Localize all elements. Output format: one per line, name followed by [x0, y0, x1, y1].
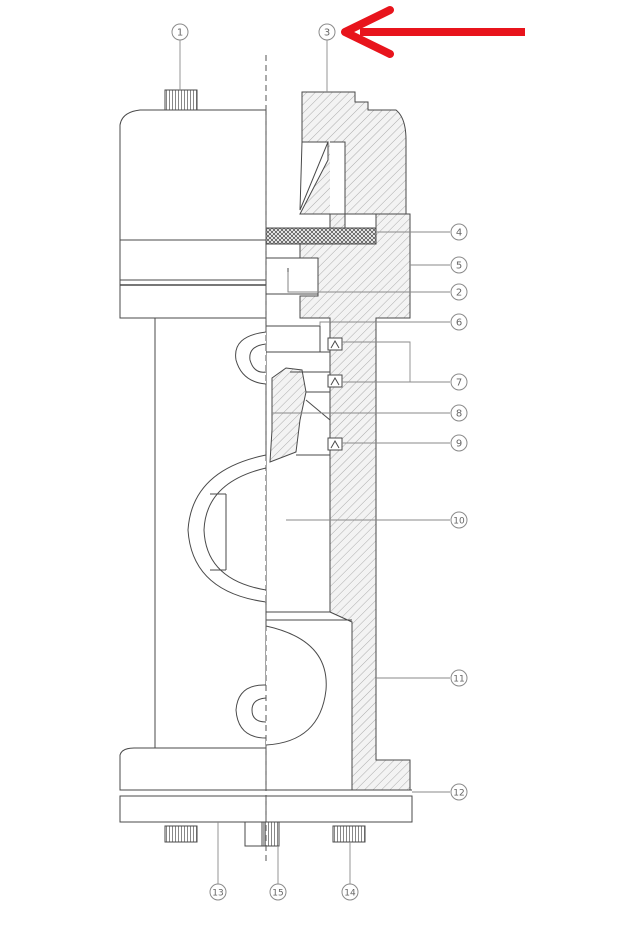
callout-7: 7 — [450, 373, 468, 391]
gasket — [265, 227, 377, 245]
callout-label: 14 — [344, 889, 356, 899]
middle-port — [187, 454, 267, 603]
bottom-screw-right — [332, 825, 366, 843]
callout-10: 10 — [450, 511, 468, 529]
callout-12: 12 — [450, 783, 468, 801]
seal-upper — [327, 337, 343, 351]
callout-label: 8 — [456, 409, 462, 420]
callout-label: 6 — [456, 318, 462, 329]
callout-label: 11 — [453, 675, 464, 685]
callout-14: 14 — [341, 883, 359, 901]
callout-1: 1 — [171, 23, 189, 41]
callout-8: 8 — [450, 404, 468, 422]
callout-13: 13 — [209, 883, 227, 901]
callout-label: 15 — [272, 889, 283, 899]
callout-9: 9 — [450, 434, 468, 452]
callout-label: 5 — [456, 261, 462, 272]
section-body — [263, 91, 413, 847]
callout-2: 2 — [450, 283, 468, 301]
base-plate-right — [265, 795, 413, 823]
upper-port — [235, 331, 267, 385]
callout-label: 1 — [177, 28, 183, 39]
seal-middle — [327, 374, 343, 388]
callout-label: 13 — [212, 889, 223, 899]
callout-label: 12 — [453, 789, 464, 799]
cap-section — [299, 91, 407, 229]
callout-3: 3 — [318, 23, 336, 41]
base — [119, 747, 267, 791]
callout-11: 11 — [450, 669, 468, 687]
exterior-body — [119, 89, 280, 847]
base-plate — [119, 795, 267, 823]
top-screw — [164, 89, 198, 113]
top-cap — [119, 109, 267, 319]
callout-label: 10 — [453, 517, 465, 527]
callout-label: 9 — [456, 439, 462, 450]
callout-6: 6 — [450, 313, 468, 331]
lower-port — [235, 684, 267, 739]
callout-label: 3 — [324, 28, 330, 39]
callouts: 1 3 4 5 2 6 7 8 — [171, 23, 468, 901]
callout-label: 4 — [456, 228, 462, 239]
arrow-left-icon — [341, 6, 525, 58]
callout-label: 2 — [456, 288, 462, 299]
bottom-screw-left — [164, 825, 198, 843]
callout-15: 15 — [269, 883, 287, 901]
piston-section — [269, 367, 307, 463]
seal-lower — [327, 437, 343, 451]
callout-5: 5 — [450, 256, 468, 274]
callout-4: 4 — [450, 223, 468, 241]
leader-lines — [179, 40, 450, 884]
callout-label: 7 — [456, 378, 462, 389]
